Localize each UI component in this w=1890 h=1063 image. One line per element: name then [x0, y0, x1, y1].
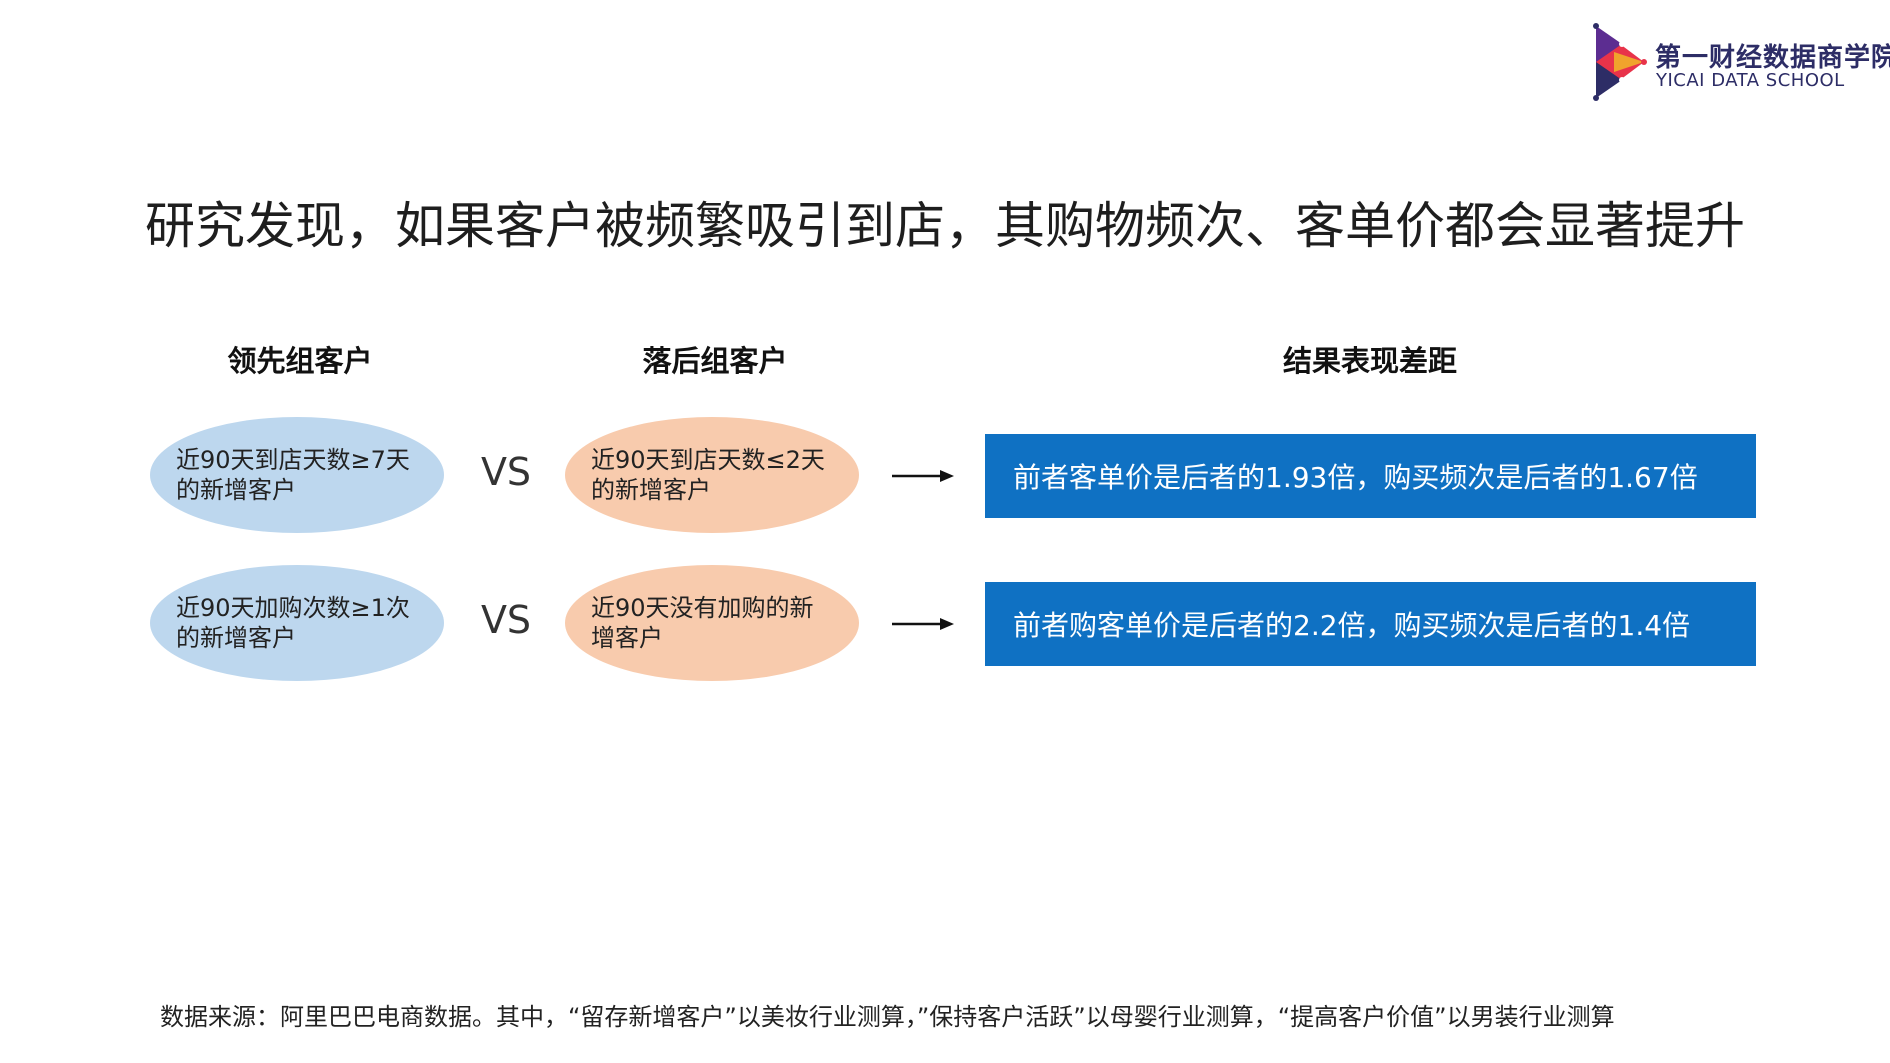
result-box: 前者购客单价是后者的2.2倍，购买频次是后者的1.4倍	[985, 582, 1756, 666]
header-lag-group: 落后组客户	[642, 344, 788, 378]
lead-ellipse-line: 近90天加购次数≥1次	[176, 594, 410, 622]
lag-group-ellipse: 近90天没有加购的新 增客户	[565, 565, 859, 681]
page-title: 研究发现，如果客户被频繁吸引到店，其购物频次、客单价都会显著提升	[145, 197, 1745, 255]
header-lead-group: 领先组客户	[227, 344, 373, 378]
lead-ellipse-line: 近90天到店天数≥7天	[176, 446, 410, 474]
vs-label: VS	[480, 598, 532, 642]
lead-group-ellipse: 近90天加购次数≥1次 的新增客户	[150, 565, 444, 681]
lag-ellipse-line: 近90天到店天数≤2天	[591, 446, 825, 474]
logo-en-text: YICAI DATA SCHOOL	[1656, 70, 1845, 91]
lag-group-ellipse: 近90天到店天数≤2天 的新增客户	[565, 417, 859, 533]
data-source-footnote: 数据来源：阿里巴巴电商数据。其中，“留存新增客户”以美妆行业测算，”保持客户活跃…	[160, 1003, 1615, 1031]
arrow-right-icon	[892, 618, 954, 630]
arrow-right-icon	[892, 470, 954, 482]
lag-ellipse-line: 近90天没有加购的新	[591, 594, 814, 622]
lead-ellipse-line: 的新增客户	[176, 476, 296, 504]
result-box: 前者客单价是后者的1.93倍，购买频次是后者的1.67倍	[985, 434, 1756, 518]
yicai-logo-mark-icon	[1593, 23, 1647, 101]
lead-ellipse-line: 的新增客户	[176, 624, 296, 652]
logo-cn-text: 第一财经数据商学院	[1655, 43, 1890, 73]
lag-ellipse-line: 的新增客户	[591, 476, 711, 504]
header-result-gap: 结果表现差距	[1282, 344, 1457, 378]
vs-label: VS	[480, 450, 532, 494]
logo: 第一财经数据商学院 YICAI DATA SCHOOL	[1592, 22, 1890, 102]
lag-ellipse-line: 增客户	[591, 624, 663, 652]
lead-group-ellipse: 近90天到店天数≥7天 的新增客户	[150, 417, 444, 533]
